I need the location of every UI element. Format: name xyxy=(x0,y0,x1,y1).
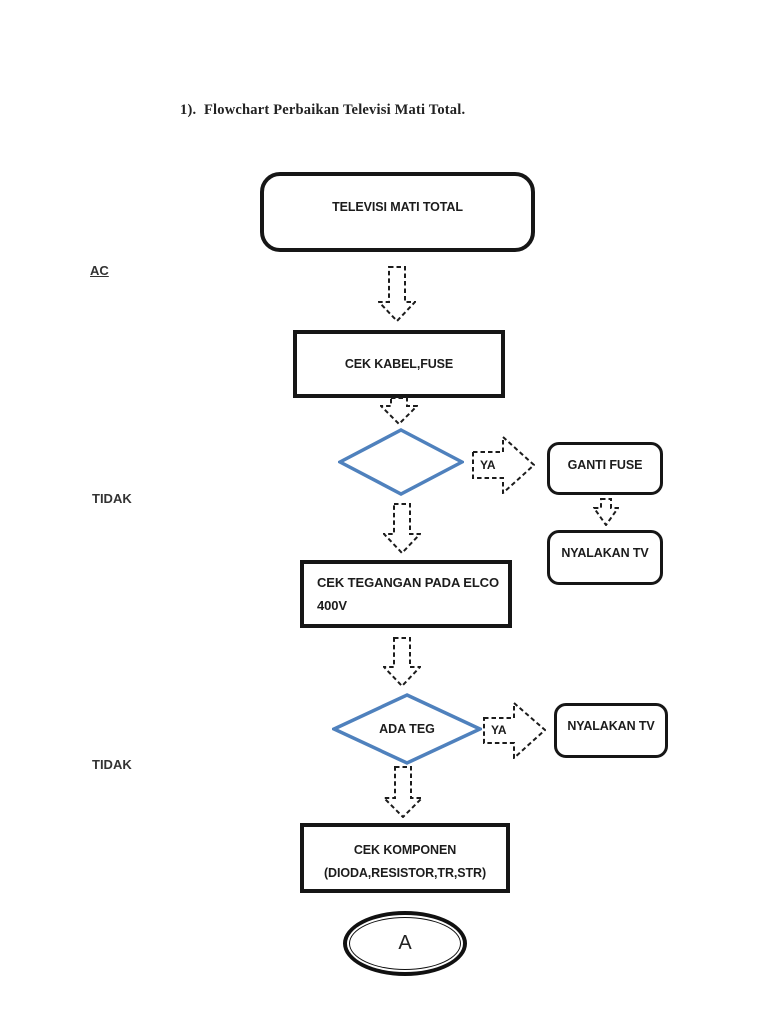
arrow-down-4 xyxy=(383,503,421,554)
decision-diamond-ada-teg-shape xyxy=(332,693,482,765)
decision-diamond-1 xyxy=(338,428,464,496)
arrow-down-2 xyxy=(380,397,418,425)
node-nyalakan-tv-1: NYALAKAN TV xyxy=(547,530,663,585)
arrow-ya-2: YA xyxy=(483,702,546,759)
arrow-down-3 xyxy=(593,498,619,526)
arrow-down-6 xyxy=(383,766,423,818)
arrow-ya-2-label: YA xyxy=(491,723,507,737)
node-ganti-fuse-label: GANTI FUSE xyxy=(567,458,643,472)
node-cek-komponen-line1: CEK KOMPONEN xyxy=(353,842,457,857)
node-nyalakan-tv-2-label: NYALAKAN TV xyxy=(567,719,655,733)
label-tidak-1: TIDAK xyxy=(92,491,132,506)
arrow-ya-1-label: YA xyxy=(480,458,496,472)
node-cek-tegangan-line1: CEK TEGANGAN PADA ELCO xyxy=(317,575,499,590)
node-nyalakan-tv-1-label: NYALAKAN TV xyxy=(561,546,649,560)
node-cek-kabel-fuse-label: CEK KABEL,FUSE xyxy=(344,357,454,371)
connector-a-inner-ring: A xyxy=(349,917,461,970)
arrow-ya-1: YA xyxy=(472,436,535,494)
connector-a: A xyxy=(343,911,467,976)
decision-diamond-1-shape xyxy=(338,428,464,496)
label-ac: AC xyxy=(90,263,109,278)
node-cek-kabel-fuse: CEK KABEL,FUSE xyxy=(293,330,505,398)
node-cek-komponen: CEK KOMPONEN (DIODA,RESISTOR,TR,STR) xyxy=(300,823,510,893)
decision-ada-teg-label: ADA TEG xyxy=(379,722,435,736)
arrow-down-5 xyxy=(383,637,421,687)
decision-diamond-ada-teg: ADA TEG xyxy=(332,693,482,765)
node-cek-komponen-line2: (DIODA,RESISTOR,TR,STR) xyxy=(323,865,487,880)
arrow-down-1 xyxy=(378,266,416,322)
node-ganti-fuse: GANTI FUSE xyxy=(547,442,663,495)
node-televisi-mati-total-label: TELEVISI MATI TOTAL xyxy=(332,200,463,214)
label-tidak-2: TIDAK xyxy=(92,757,132,772)
node-nyalakan-tv-2: NYALAKAN TV xyxy=(554,703,668,758)
node-televisi-mati-total: TELEVISI MATI TOTAL xyxy=(260,172,535,252)
page-title: 1). Flowchart Perbaikan Televisi Mati To… xyxy=(180,102,466,118)
node-cek-tegangan-line2: 400V xyxy=(317,598,347,613)
node-cek-tegangan-elco: CEK TEGANGAN PADA ELCO 400V xyxy=(300,560,512,628)
connector-a-label: A xyxy=(398,932,412,954)
